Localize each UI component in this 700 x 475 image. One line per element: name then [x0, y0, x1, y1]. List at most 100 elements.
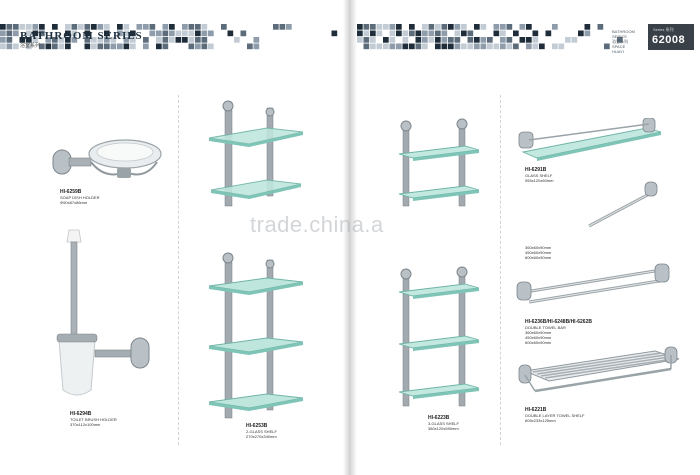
mosaic-tile: [13, 37, 19, 43]
mosaic-tile: [182, 37, 188, 43]
mosaic-tile: [84, 43, 91, 50]
mosaic-tile: [506, 43, 513, 50]
mosaic-tile: [65, 24, 71, 30]
mosaic-tile: [636, 37, 643, 43]
mosaic-tile: [110, 30, 117, 37]
mosaic-tile: [266, 37, 273, 43]
mosaic-tile: [597, 37, 604, 43]
mosaic-tile: [110, 37, 117, 43]
mosaic-tile: [623, 43, 630, 50]
mosaic-tile: [39, 24, 45, 30]
mosaic-tile: [175, 37, 182, 43]
mosaic-tile: [26, 30, 32, 37]
mosaic-tile: [78, 37, 84, 43]
mosaic-tile: [617, 37, 623, 43]
mosaic-tile: [240, 37, 247, 43]
mosaic-tile: [52, 37, 58, 43]
mosaic-tile: [454, 43, 461, 50]
mosaic-tile: [610, 30, 617, 37]
mosaic-tile: [435, 37, 441, 43]
mosaic-tile: [65, 43, 71, 50]
mosaic-tile: [273, 30, 279, 37]
mosaic-tile: [19, 30, 26, 37]
mosaic-tile: [253, 43, 260, 50]
product-size: 605x233x125mm: [525, 418, 556, 423]
mosaic-tile: [143, 37, 149, 43]
mosaic-tile: [448, 43, 454, 50]
mosaic-tile: [78, 24, 84, 30]
mosaic-tile: [363, 37, 370, 43]
mosaic-tile: [325, 37, 331, 43]
mosaic-tile: [110, 24, 117, 30]
mosaic-tile: [565, 30, 571, 37]
mosaic-tile: [513, 30, 519, 37]
mosaic-tile: [0, 30, 6, 37]
mosaic-tile: [253, 30, 260, 37]
mosaic-tile: [578, 37, 584, 43]
mosaic-tile: [91, 24, 97, 30]
mosaic-tile: [435, 30, 441, 37]
product-size: 450x60x90mm: [525, 335, 552, 340]
mosaic-tile: [273, 43, 279, 50]
mosaic-tile: [552, 43, 558, 50]
product-caption: HI-6223B 3-GLASS SHELF 380x120x590mm: [428, 416, 459, 432]
mosaic-tile: [370, 43, 376, 50]
mosaic-tile: [175, 30, 182, 37]
mosaic-tile: [402, 30, 409, 37]
mosaic-tile: [136, 30, 143, 37]
mosaic-tile: [123, 30, 130, 37]
mosaic-tile: [428, 43, 435, 50]
mosaic-tile: [617, 24, 623, 30]
mosaic-tile: [376, 43, 383, 50]
mosaic-tile: [376, 24, 383, 30]
mosaic-tile: [286, 37, 292, 43]
mosaic-tile: [363, 43, 370, 50]
mosaic-tile: [201, 43, 208, 50]
mosaic-tile: [13, 43, 19, 50]
mosaic-tile: [312, 24, 318, 30]
mosaic-tile: [396, 30, 402, 37]
mosaic-tile: [545, 30, 552, 37]
mosaic-tile: [383, 43, 389, 50]
mosaic-tile: [253, 37, 260, 43]
mosaic-tile: [474, 37, 480, 43]
mosaic-tile: [578, 24, 584, 30]
mosaic-tile: [312, 30, 318, 37]
mosaic-tile: [39, 43, 45, 50]
tile-header-right: [357, 24, 647, 50]
mosaic-tile: [415, 30, 422, 37]
glass-shelf-2-tier-image: [393, 112, 485, 212]
mosaic-tile: [487, 37, 493, 43]
product-size: 380x120x590mm: [428, 426, 459, 431]
mosaic-tile: [299, 43, 305, 50]
mosaic-tile: [422, 43, 428, 50]
mosaic-tile: [58, 24, 65, 30]
mosaic-tile: [565, 37, 571, 43]
mosaic-tile: [39, 37, 45, 43]
mosaic-tile: [584, 37, 591, 43]
mosaic-tile: [117, 37, 123, 43]
mosaic-tile: [552, 30, 558, 37]
mosaic-tile: [201, 30, 208, 37]
mosaic-tile: [565, 24, 571, 30]
mosaic-tile: [175, 43, 182, 50]
mosaic-tile: [169, 43, 175, 50]
mosaic-tile: [91, 30, 97, 37]
corner-glass-shelf-2-tier-image: [205, 98, 310, 210]
mosaic-tile: [149, 30, 156, 37]
mosaic-tile: [467, 37, 474, 43]
product-size: 360x60x90mm: [525, 330, 552, 335]
mosaic-tile: [143, 24, 149, 30]
mosaic-tile: [428, 30, 435, 37]
mosaic-tile: [610, 37, 617, 43]
mosaic-tile: [273, 37, 279, 43]
mosaic-tile: [305, 37, 312, 43]
mosaic-tile: [532, 43, 539, 50]
mosaic-tile: [143, 43, 149, 50]
mosaic-tile: [195, 37, 201, 43]
mosaic-tile: [526, 37, 532, 43]
mosaic-tile: [487, 24, 493, 30]
mosaic-tile: [97, 30, 104, 37]
badge-line: HUAYI: [612, 49, 624, 54]
mosaic-tile: [539, 37, 545, 43]
